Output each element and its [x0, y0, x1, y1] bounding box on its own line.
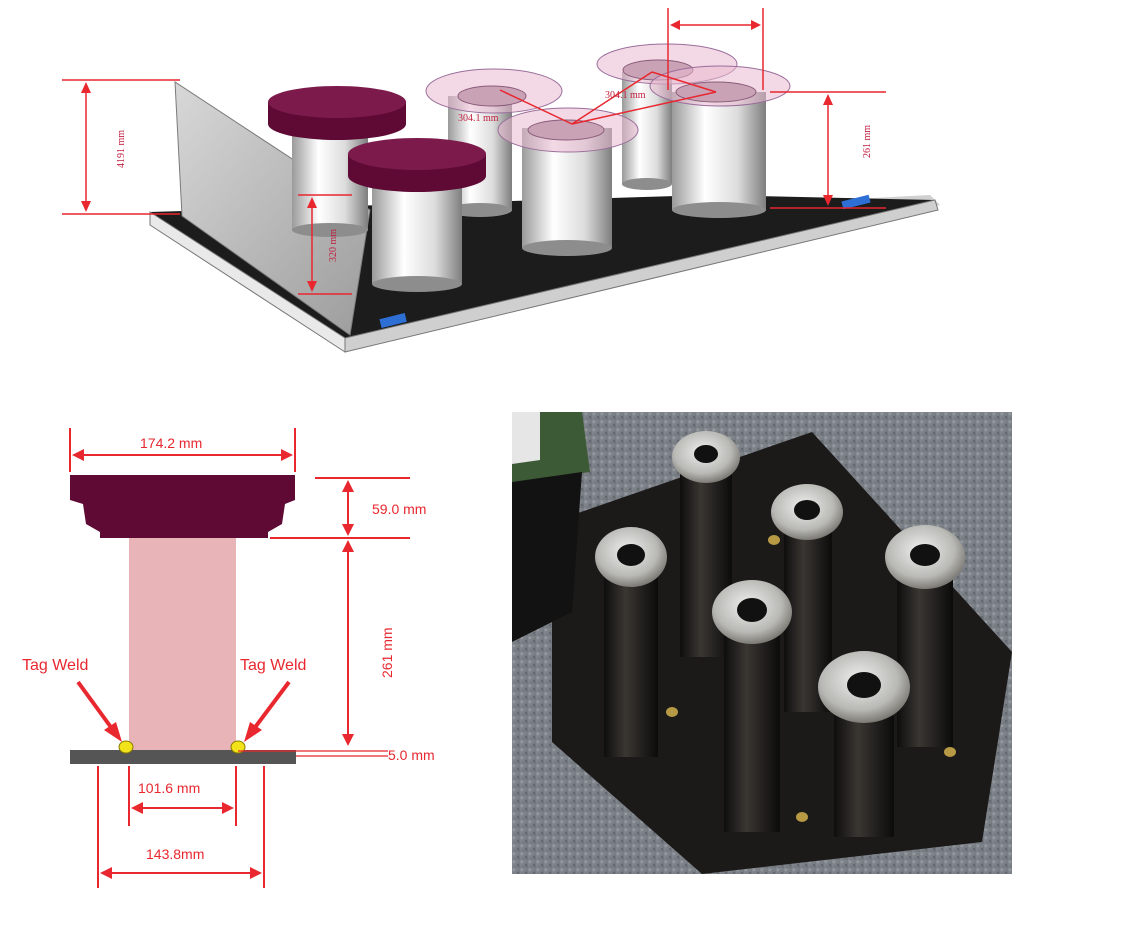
brass-bolt — [666, 707, 678, 717]
photo-tube — [595, 527, 667, 757]
dim-cap-width — [69, 428, 296, 472]
isometric-fixture-view: 304.1 mm 304.1 mm 4191 mm 320 mm 261 mm — [0, 0, 1130, 380]
dim-plate-thickness — [238, 750, 388, 757]
capped-cylinder — [348, 138, 486, 292]
photo-tube — [712, 580, 792, 832]
tag-weld-right-label: Tag Weld — [240, 657, 306, 674]
weld-left — [118, 740, 134, 754]
dim-outer-diameter — [97, 766, 265, 888]
photo-tube — [818, 651, 910, 837]
dim-column-height — [342, 540, 354, 746]
inner-diameter-label: 101.6 mm — [138, 780, 200, 796]
dim-ring-width — [667, 8, 764, 90]
plate-thickness-label: 5.0 mm — [388, 747, 435, 763]
brass-bolt — [944, 747, 956, 757]
photo-tube — [885, 525, 965, 747]
dim-height-right-label: 261 mm — [862, 125, 873, 158]
cap-height-label: 59.0 mm — [372, 501, 426, 517]
cap-profile — [70, 475, 295, 538]
dim-cap-height — [270, 477, 410, 539]
pitch-arrows — [499, 71, 717, 125]
blue-marker — [379, 312, 407, 328]
dim-pitch-a: 304.1 mm — [458, 113, 499, 124]
tag-weld-left-arrow — [76, 680, 122, 742]
fixture-photograph — [512, 412, 1012, 874]
outer-diameter-label: 143.8mm — [146, 846, 204, 862]
dim-pitch-b: 304.1 mm — [605, 90, 646, 101]
dim-height-right — [770, 91, 886, 209]
tag-weld-left-label: Tag Weld — [22, 657, 88, 674]
dim-height-inner — [298, 194, 352, 295]
dim-height-left — [62, 79, 180, 215]
column — [129, 538, 236, 752]
brass-bolt — [768, 535, 780, 545]
brass-bolt — [796, 812, 808, 822]
blue-marker — [841, 194, 871, 210]
dim-height-left-label: 4191 mm — [116, 130, 127, 168]
tag-weld-right-arrow — [244, 680, 291, 742]
capped-cylinder — [268, 86, 406, 237]
dim-height-inner-label: 320 mm — [328, 229, 339, 262]
cylinder — [497, 107, 639, 256]
column-height-label: 261 mm — [379, 627, 395, 678]
dim-inner-diameter — [128, 766, 237, 826]
section-drawing: 174.2 mm 59.0 mm 261 mm 5.0 mm Tag Weld … — [0, 400, 500, 920]
cap-width-label: 174.2 mm — [140, 435, 202, 451]
base-plate-section — [70, 750, 296, 764]
weld-right — [230, 740, 246, 754]
